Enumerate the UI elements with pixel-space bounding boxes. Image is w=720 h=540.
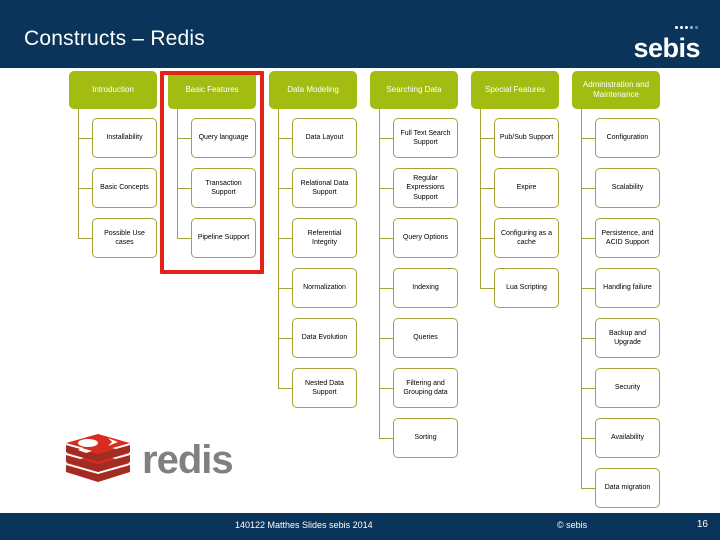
branch-connector	[379, 388, 393, 389]
column-header-special-features[interactable]: Special Features	[471, 71, 559, 109]
sebis-logo-dots-icon	[675, 26, 698, 29]
branch-connector	[379, 288, 393, 289]
branch-connector	[278, 238, 292, 239]
branch-connector	[78, 188, 92, 189]
branch-connector	[379, 338, 393, 339]
diagram-node[interactable]: Queries	[393, 318, 458, 358]
diagram-node[interactable]: Possible Use cases	[92, 218, 157, 258]
diagram-node[interactable]: Lua Scripting	[494, 268, 559, 308]
redis-logo: redis	[62, 432, 242, 494]
diagram-node[interactable]: Relational Data Support	[292, 168, 357, 208]
diagram-node[interactable]: Sorting	[393, 418, 458, 458]
page-title: Constructs – Redis	[24, 27, 206, 50]
branch-connector	[379, 438, 393, 439]
column-header-introduction[interactable]: Introduction	[69, 71, 157, 109]
column-header-searching-data[interactable]: Searching Data	[370, 71, 458, 109]
column-trunk-line-searching-data	[379, 109, 380, 438]
column-trunk-line-basic-features	[177, 109, 178, 238]
diagram-node[interactable]: Referential Integrity	[292, 218, 357, 258]
diagram-node[interactable]: Full Text Search Support	[393, 118, 458, 158]
diagram-node[interactable]: Configuring as a cache	[494, 218, 559, 258]
column-trunk-line-special-features	[480, 109, 481, 288]
branch-connector	[581, 288, 595, 289]
diagram-node[interactable]: Query Options	[393, 218, 458, 258]
diagram-node[interactable]: Indexing	[393, 268, 458, 308]
column-header-administration-and-maintenance[interactable]: Administration and Maintenance	[572, 71, 660, 109]
branch-connector	[278, 338, 292, 339]
branch-connector	[581, 338, 595, 339]
diagram-node[interactable]: Normalization	[292, 268, 357, 308]
diagram-node[interactable]: Regular Expressions Support	[393, 168, 458, 208]
slide-header-bar: Constructs – Redis sebis	[0, 0, 720, 68]
branch-connector	[177, 138, 191, 139]
branch-connector	[379, 138, 393, 139]
branch-connector	[379, 188, 393, 189]
column-header-data-modeling[interactable]: Data Modeling	[269, 71, 357, 109]
diagram-node[interactable]: Availability	[595, 418, 660, 458]
slide-footer-bar: 140122 Matthes Slides sebis 2014 © sebis…	[0, 513, 720, 540]
sebis-logo-wordmark: sebis	[633, 33, 700, 63]
redis-stack-icon	[66, 434, 130, 482]
branch-connector	[581, 388, 595, 389]
branch-connector	[581, 488, 595, 489]
footer-source-text: 140122 Matthes Slides sebis 2014	[235, 520, 373, 530]
diagram-node[interactable]: Pipeline Support	[191, 218, 256, 258]
column-trunk-line-data-modeling	[278, 109, 279, 388]
branch-connector	[480, 138, 494, 139]
branch-connector	[480, 188, 494, 189]
diagram-node[interactable]: Security	[595, 368, 660, 408]
diagram-node[interactable]: Handling failure	[595, 268, 660, 308]
diagram-node[interactable]: Data Layout	[292, 118, 357, 158]
branch-connector	[581, 188, 595, 189]
branch-connector	[480, 288, 494, 289]
diagram-node[interactable]: Filtering and Grouping data	[393, 368, 458, 408]
diagram-node[interactable]: Persistence, and ACID Support	[595, 218, 660, 258]
column-header-basic-features[interactable]: Basic Features	[168, 71, 256, 109]
diagram-node[interactable]: Data migration	[595, 468, 660, 508]
diagram-node[interactable]: Data Evolution	[292, 318, 357, 358]
diagram-node[interactable]: Backup and Upgrade	[595, 318, 660, 358]
branch-connector	[581, 438, 595, 439]
diagram-node[interactable]: Scalability	[595, 168, 660, 208]
diagram-node[interactable]: Expire	[494, 168, 559, 208]
branch-connector	[278, 388, 292, 389]
branch-connector	[278, 138, 292, 139]
column-trunk-line-administration-and-maintenance	[581, 109, 582, 488]
diagram-node[interactable]: Nested Data Support	[292, 368, 357, 408]
footer-page-number: 16	[696, 519, 708, 530]
column-trunk-line-introduction	[78, 109, 79, 238]
diagram-node[interactable]: Pub/Sub Support	[494, 118, 559, 158]
diagram-node[interactable]: Configuration	[595, 118, 660, 158]
diagram-node[interactable]: Installability	[92, 118, 157, 158]
diagram-node[interactable]: Query language	[191, 118, 256, 158]
footer-copyright: © sebis	[557, 520, 588, 530]
branch-connector	[78, 138, 92, 139]
branch-connector	[581, 138, 595, 139]
branch-connector	[581, 238, 595, 239]
branch-connector	[480, 238, 494, 239]
redis-wordmark: redis	[142, 438, 234, 482]
diagram-node[interactable]: Transaction Support	[191, 168, 256, 208]
branch-connector	[177, 238, 191, 239]
diagram-node[interactable]: Basic Concepts	[92, 168, 157, 208]
branch-connector	[278, 288, 292, 289]
branch-connector	[78, 238, 92, 239]
branch-connector	[177, 188, 191, 189]
branch-connector	[379, 238, 393, 239]
sebis-logo: sebis	[610, 26, 706, 63]
branch-connector	[278, 188, 292, 189]
